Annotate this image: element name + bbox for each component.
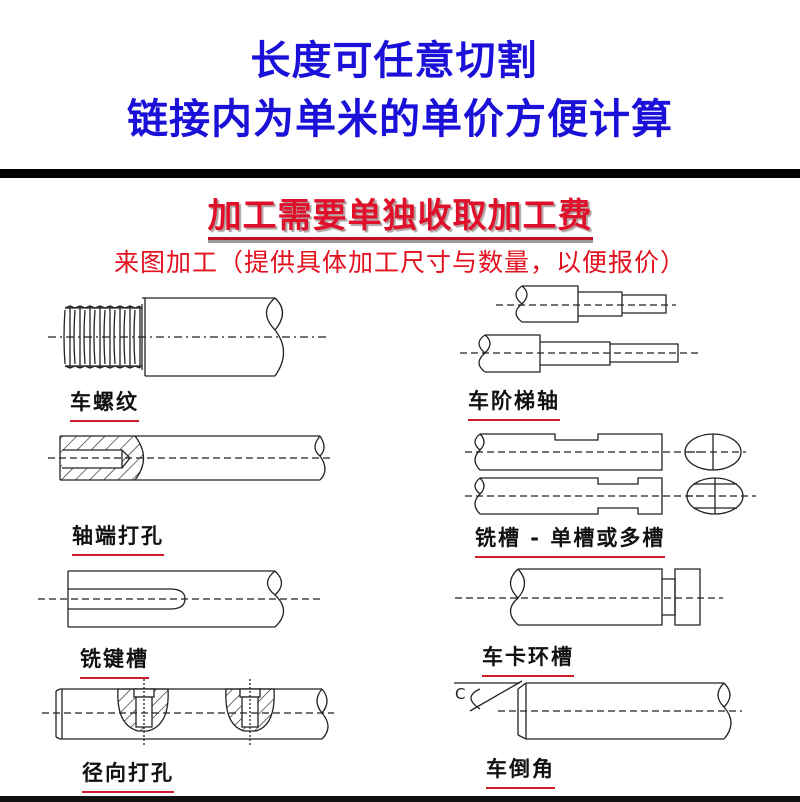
label-shaft-end-drilling: 轴端打孔: [72, 520, 164, 556]
panel-stepped-shaft: 车阶梯轴: [440, 280, 780, 421]
panel-chamfer: C 车倒角: [440, 675, 770, 795]
snap-ring-groove-icon: [455, 565, 775, 675]
panel-radial-drilling: 径向打孔: [30, 675, 360, 795]
panel-keyway-milling: 铣键槽: [30, 565, 350, 679]
chamfer-icon: [440, 675, 770, 795]
label-radial-drilling: 径向打孔: [82, 757, 174, 793]
chamfer-symbol: C: [455, 685, 466, 703]
label-chamfer: 车倒角: [486, 753, 555, 789]
processing-fee-title: 加工需要单独收取加工费: [0, 188, 800, 240]
panel-slot-milling: 铣槽 - 单槽或多槽: [460, 430, 790, 560]
divider-bar-bottom: [0, 796, 800, 802]
header-line-1: 长度可任意切割: [250, 38, 538, 84]
label-snap-ring-groove: 车卡环槽: [482, 641, 574, 677]
radial-drilling-icon: [30, 675, 360, 795]
slot-milling-icon: [460, 430, 790, 560]
label-slot-milling: 铣槽 - 单槽或多槽: [475, 522, 666, 558]
panel-snap-ring-groove: 车卡环槽: [455, 565, 775, 677]
panel-shaft-end-drilling: 轴端打孔: [30, 440, 350, 560]
label-keyway-milling: 铣键槽: [80, 643, 149, 679]
shaft-end-drilling-icon: [30, 440, 350, 560]
panel-thread-turning: 车螺纹: [30, 290, 350, 422]
divider-bar-top: [0, 169, 800, 178]
processing-fee-note: 来图加工（提供具体加工尺寸与数量，以便报价）: [113, 248, 686, 277]
header-line-2: 链接内为单米的单价方便计算: [127, 95, 673, 143]
thread-turning-icon: [30, 290, 350, 420]
label-stepped-shaft: 车阶梯轴: [468, 385, 560, 421]
label-thread-turning: 车螺纹: [70, 386, 139, 422]
keyway-milling-icon: [30, 565, 350, 675]
stepped-shaft-icon: [440, 280, 780, 420]
processing-fee-title-text: 加工需要单独收取加工费: [207, 196, 593, 240]
